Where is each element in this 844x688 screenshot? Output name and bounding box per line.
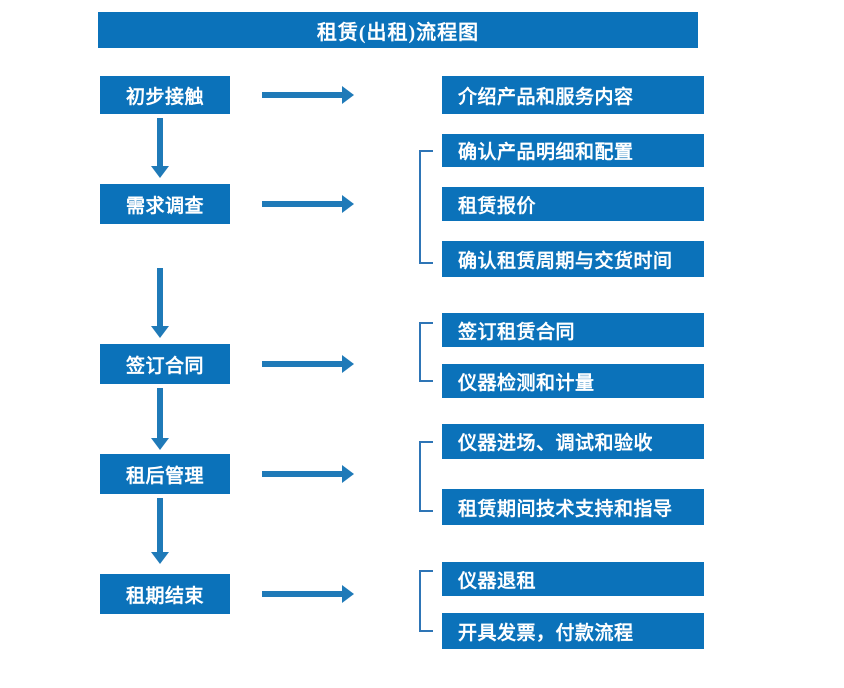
diagram-title: 租赁(出租)流程图 <box>98 12 698 48</box>
stage-box-5[interactable]: 租期结束 <box>100 574 230 614</box>
arrow-stage-4-to-details <box>262 464 354 484</box>
arrow-stage-4-to-stage-5 <box>150 498 170 564</box>
stage-box-4[interactable]: 租后管理 <box>100 454 230 494</box>
arrow-stage-1-to-stage-2 <box>150 118 170 178</box>
detail-box-4-2[interactable]: 租赁期间技术支持和指导 <box>442 489 704 525</box>
bracket-stage-2 <box>419 150 433 264</box>
detail-box-5-2[interactable]: 开具发票，付款流程 <box>442 613 704 649</box>
stage-box-2[interactable]: 需求调查 <box>100 184 230 224</box>
detail-box-5-1[interactable]: 仪器退租 <box>442 562 704 596</box>
bracket-stage-4 <box>419 441 433 512</box>
bracket-stage-3 <box>419 322 433 382</box>
bracket-stage-5 <box>419 570 433 632</box>
detail-box-2-2[interactable]: 租赁报价 <box>442 187 704 221</box>
arrow-stage-2-to-details <box>262 194 354 214</box>
arrow-stage-3-to-stage-4 <box>150 388 170 450</box>
arrow-stage-2-to-stage-3 <box>150 268 170 340</box>
detail-box-2-1[interactable]: 确认产品明细和配置 <box>442 134 704 167</box>
detail-box-2-3[interactable]: 确认租赁周期与交货时间 <box>442 241 704 277</box>
detail-box-3-2[interactable]: 仪器检测和计量 <box>442 364 704 398</box>
stage-box-3[interactable]: 签订合同 <box>100 344 230 384</box>
detail-box-1-1[interactable]: 介绍产品和服务内容 <box>442 76 704 114</box>
detail-box-4-1[interactable]: 仪器进场、调试和验收 <box>442 424 704 459</box>
arrow-stage-1-to-detail <box>262 85 354 105</box>
arrow-stage-5-to-details <box>262 584 354 604</box>
stage-box-1[interactable]: 初步接触 <box>100 76 230 114</box>
arrow-stage-3-to-details <box>262 354 354 374</box>
detail-box-3-1[interactable]: 签订租赁合同 <box>442 313 704 347</box>
